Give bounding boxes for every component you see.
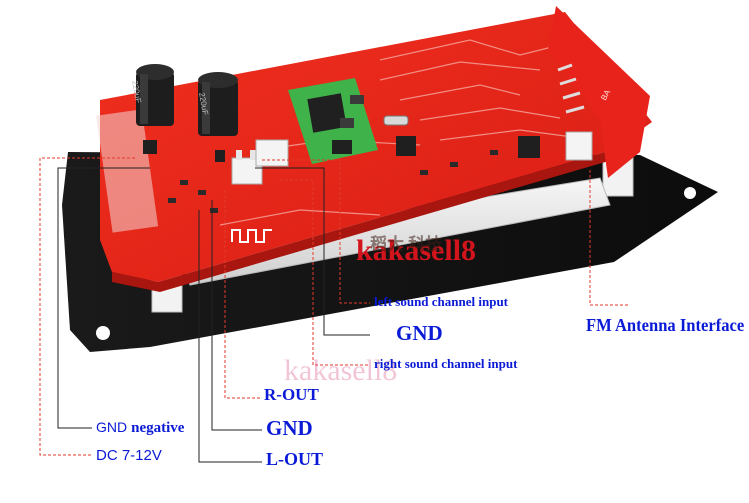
ic-chip-2: [518, 136, 540, 158]
transistor-1: [143, 140, 157, 154]
display-cover: [548, 6, 650, 178]
label-gnd-mid: GND: [396, 321, 443, 345]
ic-chip-1: [396, 136, 416, 156]
transistor-2: [215, 150, 225, 162]
label-gnd-low: GND: [266, 416, 313, 440]
watermark-chinese: 稻大 科技: [370, 235, 443, 254]
label-gnd-negative-prefix: GND: [96, 419, 128, 435]
leader-lines-black: [57, 167, 370, 463]
label-gnd-negative-suffix: negative: [131, 420, 185, 436]
label-left-sound-channel-input: left sound channel input: [374, 294, 509, 309]
connector-fm: [565, 131, 593, 161]
ribbon-pins: [557, 63, 585, 114]
ic-chip-3: [340, 118, 354, 128]
pcb-antenna-trace: [231, 229, 272, 243]
label-r-out: R-OUT: [264, 385, 319, 404]
label-dc-7-12v: DC 7-12V: [96, 447, 162, 464]
capacitor-right: [198, 72, 238, 136]
label-l-out: L-OUT: [266, 449, 324, 469]
base-hole-right: [684, 187, 696, 199]
capacitor-left: [136, 64, 174, 126]
label-fm-antenna-interface: FM Antenna Interface: [586, 315, 745, 335]
smd-components: [168, 150, 498, 213]
base-hole-left: [96, 326, 110, 340]
silkscreen-area: [96, 109, 159, 233]
leader-lines-red: [39, 157, 630, 456]
watermark-main: kakasell8: [356, 234, 477, 267]
bluetooth-module: [288, 78, 378, 164]
connector-audio-out: [255, 139, 289, 167]
label-right-sound-channel-input: right sound channel input: [374, 356, 518, 371]
crystal: [383, 115, 409, 126]
watermark-faded: kakasell8: [284, 354, 398, 387]
label-gnd-negative: GND negative: [96, 420, 184, 436]
